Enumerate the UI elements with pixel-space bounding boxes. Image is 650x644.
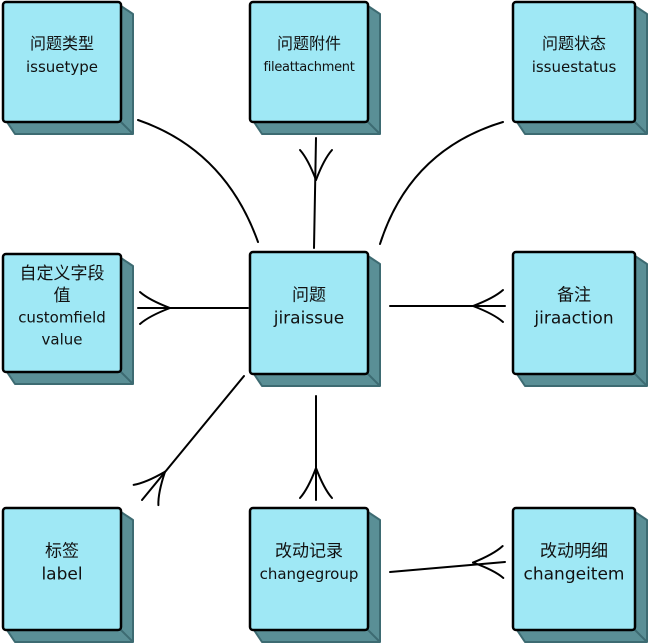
entity-label: label [41, 565, 82, 585]
entity-face [511, 506, 637, 632]
entity-label: 备注 [557, 286, 591, 306]
entity-jiraaction: 备注 jiraaction [511, 250, 648, 387]
entity-face [511, 250, 637, 376]
entity-label: 标签 [45, 542, 79, 562]
entity-issuestatus: 问题状态 issuestatus [511, 0, 648, 135]
entity-jiraissue: 问题 jiraissue [248, 250, 381, 387]
relationship-changegroup-changeitem [389, 545, 506, 579]
entity-face [1, 0, 123, 124]
entity-label: jiraaction [533, 309, 613, 329]
relationship-jiraissue-issuestatus [379, 121, 504, 245]
entity-label: changegroup [260, 565, 359, 583]
entity-face [248, 0, 370, 124]
entity-label: 改动记录 [275, 542, 343, 562]
entity-face [248, 506, 370, 632]
entity-label: 改动明细 [540, 542, 608, 562]
entity-face [511, 0, 637, 124]
relationship-jiraissue-fileattachment [299, 137, 333, 249]
entity-label: issuetype [26, 58, 98, 76]
entity-fileattachment: 问题附件 fileattachment [248, 0, 381, 135]
entity-face [1, 252, 123, 374]
entity-label: customfield [18, 309, 106, 327]
entity-changegroup: 改动记录 changegroup [248, 506, 381, 643]
entity-label: 问题状态 [542, 34, 606, 53]
entity-label: 自定义字段 [20, 264, 105, 284]
entity-label: 值 [54, 286, 71, 306]
relationship-jiraissue-customfieldvalue [137, 291, 249, 325]
entity-changeitem: 改动明细 changeitem [511, 506, 648, 643]
entity-label: value [42, 331, 83, 349]
entity-face [248, 250, 370, 376]
entity-label: 标签 label [1, 506, 134, 643]
entity-label: fileattachment [263, 60, 354, 75]
entity-face [1, 506, 123, 632]
relationship-jiraissue-changegroup [299, 395, 333, 501]
entity-label: 问题附件 [277, 34, 341, 53]
entity-label: 问题类型 [30, 34, 94, 53]
entity-label: issuestatus [532, 58, 617, 76]
entity-label: jiraissue [273, 309, 345, 329]
entity-issuetype: 问题类型 issuetype [1, 0, 134, 135]
entity-label: 问题 [292, 286, 326, 306]
relationship-jiraissue-issuetype [137, 119, 259, 243]
entity-label: changeitem [524, 565, 625, 585]
relationship-jiraissue-label [132, 375, 245, 507]
relationship-lines [132, 119, 506, 579]
relationship-jiraissue-jiraaction [389, 289, 506, 323]
